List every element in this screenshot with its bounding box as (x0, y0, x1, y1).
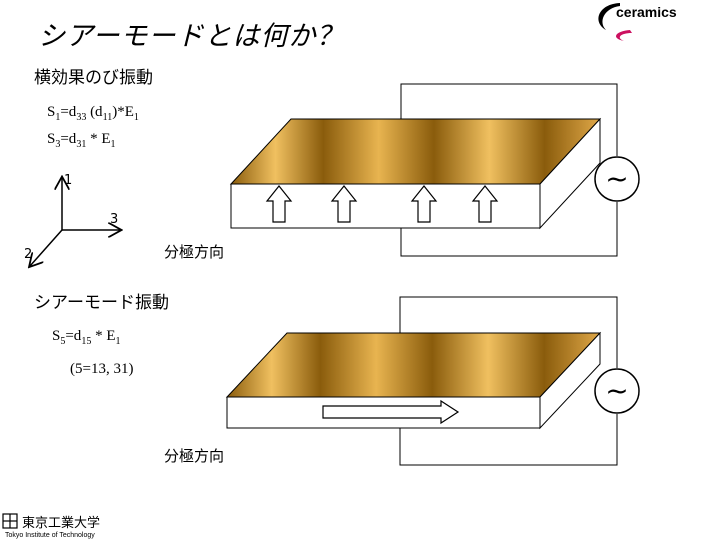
up-arrow-1 (265, 185, 293, 223)
sine-icon: ~ (605, 162, 628, 195)
sine-icon: ~ (605, 374, 628, 407)
axis-label-3: 3 (110, 212, 118, 227)
institute-name-en: Tokyo Institute of Technology (5, 532, 95, 539)
up-arrow-2 (330, 185, 358, 223)
ac-source-bottom: ~ (594, 368, 640, 414)
polarization-label-top: 分極方向 (164, 243, 225, 261)
circuit-bottom (399, 296, 618, 466)
section-heading-transverse: 横効果のび振動 (34, 68, 153, 88)
ac-source-top: ~ (594, 156, 640, 202)
ceramics-logo: ceramics (598, 3, 677, 41)
ceramics-logo-text: ceramics (616, 4, 677, 20)
polarization-arrows-vertical (265, 185, 499, 223)
up-arrow-3 (410, 185, 438, 223)
equation-s1: S1=d33 (d11)*E1 (47, 104, 139, 123)
up-arrow-4 (471, 185, 499, 223)
polarization-arrow-horizontal (322, 399, 460, 425)
institute-name-jp: 東京工業大学 (22, 515, 100, 531)
equation-index-note: (5=13, 31) (70, 361, 134, 377)
coordinate-axes: 1 3 2 (24, 173, 120, 266)
plate-transverse (229, 117, 602, 230)
equation-s3: S3=d31 * E1 (47, 131, 116, 150)
page-title: シアーモードとは何か？ (38, 21, 345, 52)
plate-shear (225, 331, 602, 430)
axis-label-2: 2 (24, 247, 32, 262)
section-heading-shear: シアーモード振動 (34, 293, 169, 313)
institute-logo: 東京工業大学 Tokyo Institute of Technology (2, 513, 100, 539)
equation-s5: S5=d15 * E1 (52, 328, 121, 347)
axis-2-arrow (30, 229, 63, 266)
circuit-top (400, 83, 618, 257)
axis-label-1: 1 (64, 173, 72, 188)
polarization-label-bottom: 分極方向 (164, 447, 225, 465)
